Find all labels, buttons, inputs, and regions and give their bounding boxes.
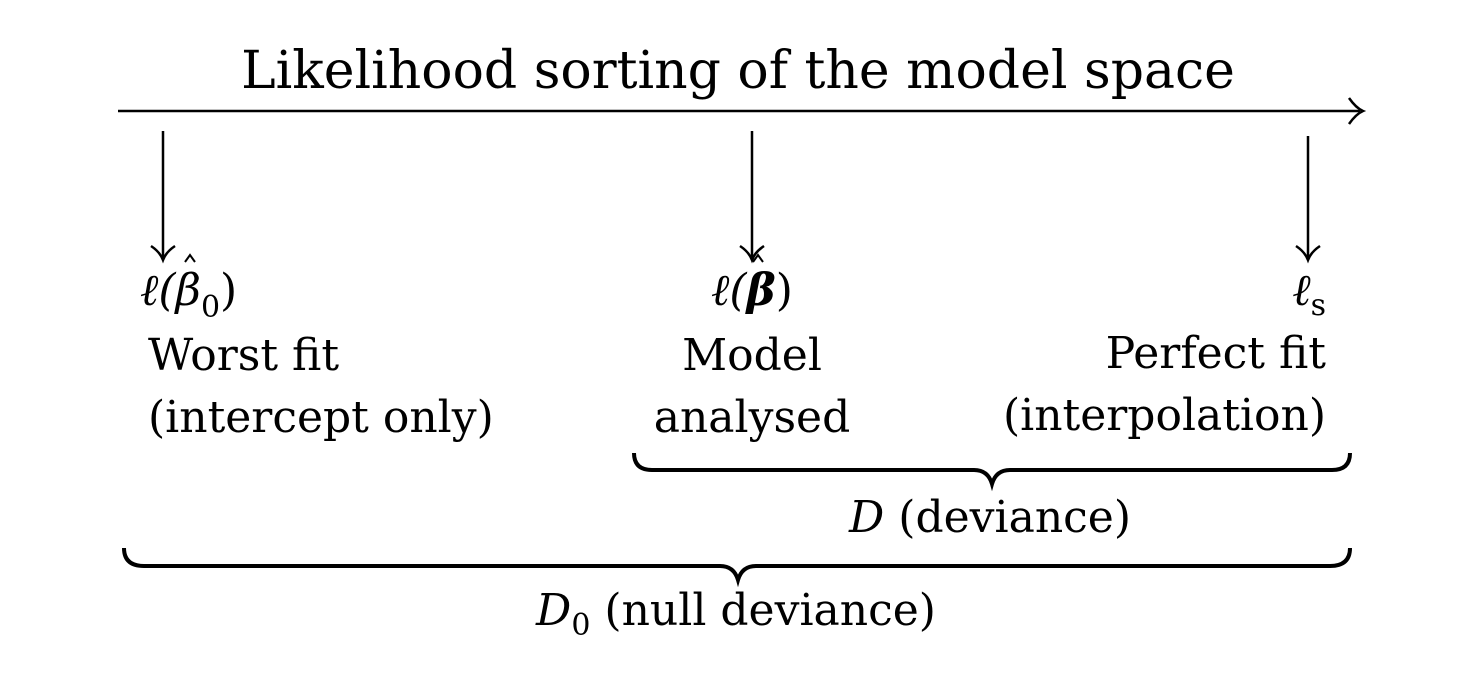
worst-fit-marker: ℓ(β0) Worst fit (intercept only)	[140, 265, 494, 443]
worst-fit-line-1: Worst fit	[148, 330, 339, 381]
model-loglik-label: ℓ(β)	[711, 265, 793, 316]
model-analysed-marker: ℓ(β) Model analysed	[654, 265, 851, 443]
worst-fit-arrow	[150, 131, 176, 264]
perfect-fit-line-2: (interpolation)	[1003, 390, 1326, 441]
worst-fit-hat	[184, 253, 196, 263]
perfect-fit-arrow	[1295, 136, 1321, 264]
null-loglik-label: ℓ(β0)	[140, 265, 237, 325]
null-deviance-label: D0(null deviance)	[535, 585, 936, 643]
deviance-brace	[632, 452, 1352, 492]
saturated-loglik-label: ℓs	[1292, 265, 1326, 323]
model-analysed-line-2: analysed	[654, 392, 851, 443]
model-analysed-line-1: Model	[682, 330, 822, 381]
worst-fit-line-2: (intercept only)	[148, 392, 494, 443]
model-hat	[752, 253, 764, 263]
perfect-fit-marker: ℓs Perfect fit (interpolation)	[1003, 265, 1326, 441]
diagram-title: Likelihood sorting of the model space	[241, 41, 1235, 101]
deviance-label: D(deviance)	[848, 492, 1131, 543]
model-analysed-arrow	[739, 131, 765, 264]
perfect-fit-line-1: Perfect fit	[1106, 328, 1327, 379]
axis-arrowhead	[1347, 97, 1367, 125]
null-deviance-brace	[122, 547, 1352, 588]
